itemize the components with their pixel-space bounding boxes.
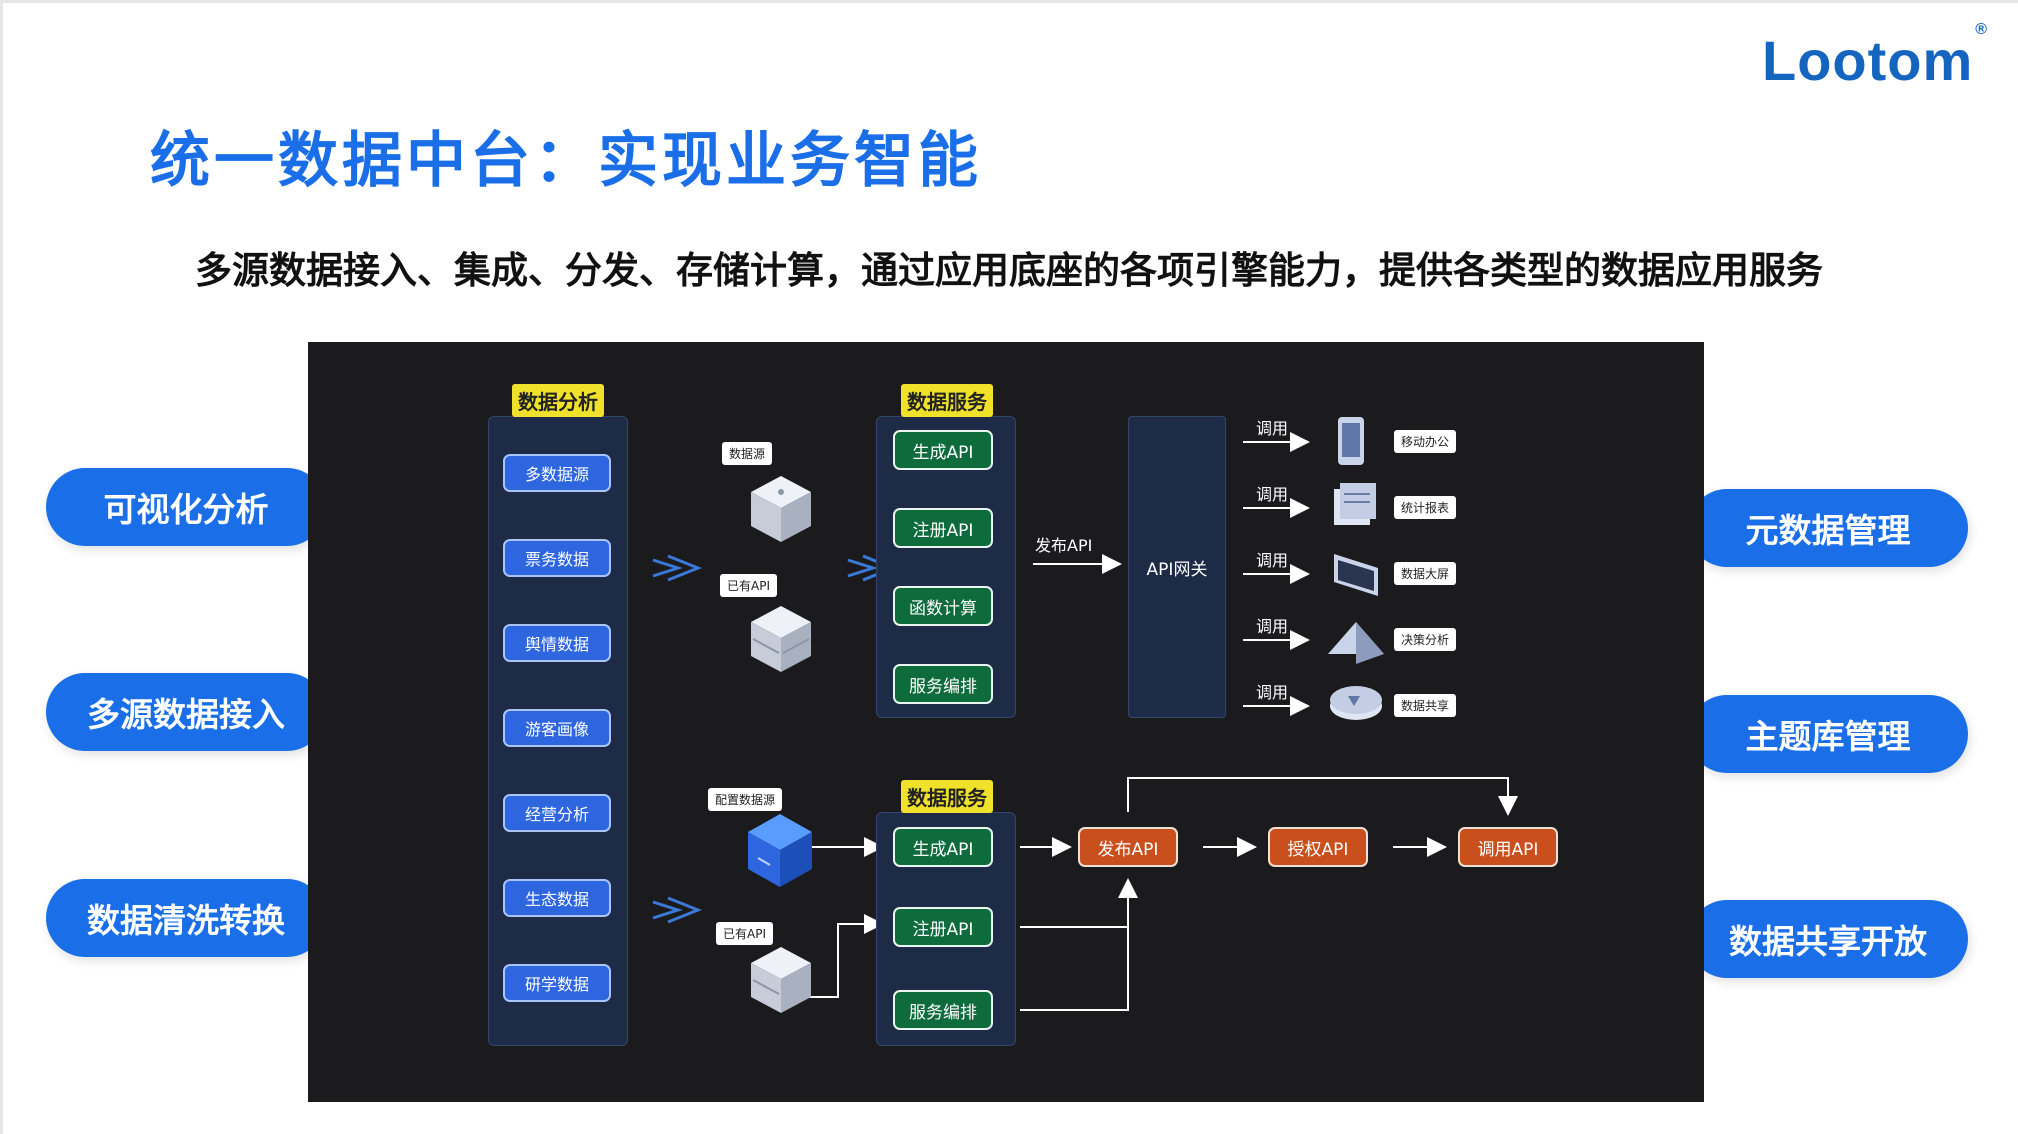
consumer-big-screen: 数据大屏 (1394, 562, 1457, 585)
orchestrate-to-publish-line (1020, 882, 1129, 1011)
existing-api-label: 已有API (720, 574, 777, 597)
call-api-button[interactable]: 调用API (1458, 827, 1558, 867)
publish-api-button[interactable]: 发布API (1078, 827, 1178, 867)
existing-api-label-bottom: 已有API (716, 922, 773, 945)
analysis-item-multi-source[interactable]: 多数据源 (503, 454, 611, 492)
consumer-mobile-office: 移动办公 (1394, 430, 1457, 453)
mobile-device-icon (1338, 417, 1364, 465)
authorize-api-button[interactable]: 授权API (1268, 827, 1368, 867)
call-label-3: 调用 (1256, 551, 1289, 570)
analysis-item-operations[interactable]: 经营分析 (503, 794, 611, 832)
call-label-2: 调用 (1256, 485, 1289, 504)
call-label-1: 调用 (1256, 419, 1289, 438)
database-cube-icon (751, 476, 811, 542)
pill-visual-analysis: 可视化分析 (46, 468, 326, 546)
pill-multi-source-ingest: 多源数据接入 (46, 673, 326, 751)
analysis-item-ecology[interactable]: 生态数据 (503, 879, 611, 917)
decision-pyramid-icon (1328, 622, 1384, 664)
server-stack-icon (751, 606, 811, 672)
analysis-item-sentiment[interactable]: 舆情数据 (503, 624, 611, 662)
top-orchestrate-button[interactable]: 服务编排 (893, 664, 993, 704)
architecture-diagram: 数据分析 多数据源 票务数据 舆情数据 游客画像 经营分析 生态数据 研学数据 … (308, 342, 1704, 1102)
data-share-disc-icon (1330, 686, 1382, 720)
consumer-data-share: 数据共享 (1394, 694, 1457, 717)
bottom-generate-api-button[interactable]: 生成API (893, 827, 993, 867)
analysis-item-ticket[interactable]: 票务数据 (503, 539, 611, 577)
config-datasource-label: 配置数据源 (708, 788, 783, 811)
consumer-statistics-report: 统计报表 (1394, 496, 1457, 519)
publish-to-call-bypass (1127, 777, 1518, 816)
bottom-orchestrate-button[interactable]: 服务编排 (893, 990, 993, 1030)
registered-api-server-icon (751, 947, 811, 1013)
pill-data-sharing: 数据共享开放 (1688, 900, 1968, 978)
registered-source-arrow (800, 914, 884, 998)
logo-text: Lootom (1762, 29, 1974, 92)
pill-metadata-management: 元数据管理 (1688, 489, 1968, 567)
bottom-register-api-button[interactable]: 注册API (893, 907, 993, 947)
connector-layer (652, 417, 1518, 1013)
analysis-item-study[interactable]: 研学数据 (503, 964, 611, 1002)
brand-logo: Lootom® (1762, 21, 1987, 93)
registered-mark: ® (1975, 21, 1989, 39)
frame-left-edge (0, 0, 3, 1134)
analysis-item-visitor-profile[interactable]: 游客画像 (503, 709, 611, 747)
call-label-4: 调用 (1256, 617, 1289, 636)
pill-data-cleansing: 数据清洗转换 (46, 879, 326, 957)
datasource-label: 数据源 (722, 442, 773, 465)
call-label-5: 调用 (1256, 683, 1289, 702)
config-datasource-cube-icon (748, 814, 812, 887)
pill-topic-library: 主题库管理 (1688, 695, 1968, 773)
api-gateway: API网关 (1128, 416, 1226, 718)
top-generate-api-button[interactable]: 生成API (893, 430, 993, 470)
api-gateway-label: API网关 (1146, 559, 1208, 580)
page-subtitle: 多源数据接入、集成、分发、存储计算，通过应用底座的各项引擎能力，提供各类型的数据… (195, 249, 1823, 292)
function-compute-button[interactable]: 函数计算 (893, 586, 993, 626)
big-screen-icon (1334, 554, 1378, 596)
analysis-tag: 数据分析 (512, 384, 604, 417)
consumer-decision-analysis: 决策分析 (1394, 628, 1457, 651)
report-stack-icon (1334, 483, 1376, 525)
register-to-publish-arrow (1020, 878, 1138, 928)
top-service-tag: 数据服务 (901, 384, 993, 417)
top-register-api-button[interactable]: 注册API (893, 508, 993, 548)
frame-top-edge (0, 0, 2018, 3)
publish-api-label: 发布API (1035, 536, 1093, 555)
page-title: 统一数据中台：实现业务智能 (150, 126, 982, 196)
flow-chevron-bottom (652, 896, 703, 924)
bottom-service-tag: 数据服务 (901, 780, 993, 813)
